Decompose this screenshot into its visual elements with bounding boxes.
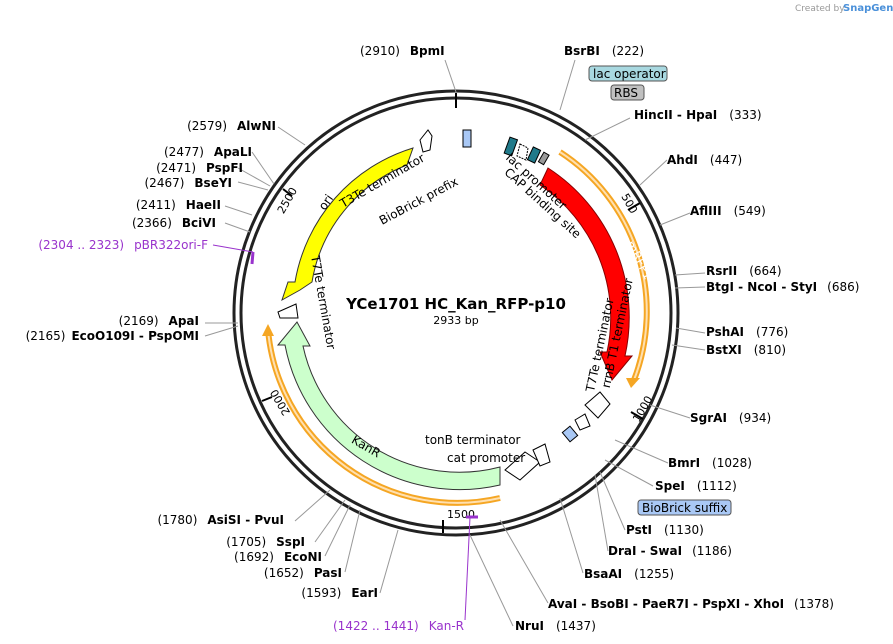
lac-operator-box: lac operator xyxy=(588,65,668,82)
mrfp1-label: mRFP1 xyxy=(623,238,655,281)
site-label: HincII - HpaI(333) xyxy=(634,108,762,122)
site-label: (2471)PspFI xyxy=(156,161,243,175)
kanr-feature: KanR xyxy=(276,321,501,491)
site-label: AhdI(447) xyxy=(667,153,742,167)
site-label: BsrBI(222) xyxy=(564,44,644,58)
site-label: NruI(1437) xyxy=(515,619,596,633)
orange-arc-right xyxy=(558,149,650,388)
site-label: BmrI(1028) xyxy=(668,456,752,470)
site-label: (2366)BciVI xyxy=(132,216,216,230)
svg-text:BioBrick suffix: BioBrick suffix xyxy=(642,501,727,515)
plasmid-length: 2933 bp xyxy=(433,314,478,327)
cat-label: cat promoter xyxy=(447,451,525,465)
site-label: (1780)AsiSI - PvuI xyxy=(157,513,284,527)
terminator-glyphs-bottom xyxy=(504,443,551,481)
site-label: (1692)EcoNI xyxy=(234,550,322,564)
rbs-box: RBS xyxy=(610,84,645,101)
site-label: AvaI - BsoBI - PaeR7I - PspXI - XhoI(137… xyxy=(548,597,834,611)
t7te-left-glyph xyxy=(277,303,299,319)
site-label: (2467)BseYI xyxy=(145,176,233,190)
site-label: (1705)SspI xyxy=(226,535,305,549)
site-label: (2411)HaeII xyxy=(136,198,221,212)
site-label: SpeI(1112) xyxy=(655,479,737,493)
orange-arc-left xyxy=(262,324,501,506)
site-label: AflIII(549) xyxy=(690,204,766,218)
site-labels-left: (1593)EarI (1652)PasI (1692)EcoNI (1705)… xyxy=(26,119,378,600)
site-label: BtgI - NcoI - StyI(686) xyxy=(706,280,859,294)
site-label: PstI(1130) xyxy=(626,523,704,537)
site-label: RsrII(664) xyxy=(706,264,782,278)
site-label: (1593)EarI xyxy=(301,586,378,600)
site-label: BstXI(810) xyxy=(706,343,786,357)
plasmid-name: YCe1701 HC_Kan_RFP-p10 xyxy=(345,295,566,313)
site-label: (2477)ApaLI xyxy=(164,145,252,159)
snapgene-logo: SnapGene xyxy=(843,3,893,14)
created-by-text: Created by xyxy=(795,4,845,14)
tonb-label: tonB terminator xyxy=(425,433,521,447)
ori-feature: ori xyxy=(281,147,414,302)
prefix-glyphs xyxy=(419,129,472,153)
site-label: SgrAI(934) xyxy=(690,411,771,425)
site-labels-right: (2910)BpmI BsrBI(222) HincII - HpaI(333)… xyxy=(360,44,859,633)
primer-label-kan-r: (1422 .. 1441)Kan-R xyxy=(333,619,464,633)
svg-text:RBS: RBS xyxy=(614,86,638,100)
terminator-glyphs-right xyxy=(561,391,611,443)
site-label: BsaAI(1255) xyxy=(584,567,674,581)
site-label: DraI - SwaI(1186) xyxy=(608,544,732,558)
svg-text:lac operator: lac operator xyxy=(593,67,666,81)
site-label: (2165)EcoO109I - PspOMI xyxy=(26,329,199,343)
primer-label-ori-f: (2304 .. 2323)pBR322ori-F xyxy=(38,238,208,252)
primer-markers xyxy=(212,244,478,621)
site-label: (2169)ApaI xyxy=(119,314,199,328)
lac-promoter-glyphs xyxy=(503,136,550,166)
backbone-ticks xyxy=(261,93,644,533)
tick-label: 1500 xyxy=(447,508,475,521)
t7te-left-label: T7Te terminator xyxy=(308,253,339,350)
site-label: PshAI(776) xyxy=(706,325,788,339)
site-label: (2579)AlwNI xyxy=(187,119,276,133)
site-leader-lines xyxy=(204,59,706,627)
site-label: (2910)BpmI xyxy=(360,44,445,58)
biobrick-suffix-box: BioBrick suffix xyxy=(637,499,732,516)
site-label: (1652)PasI xyxy=(264,566,342,580)
